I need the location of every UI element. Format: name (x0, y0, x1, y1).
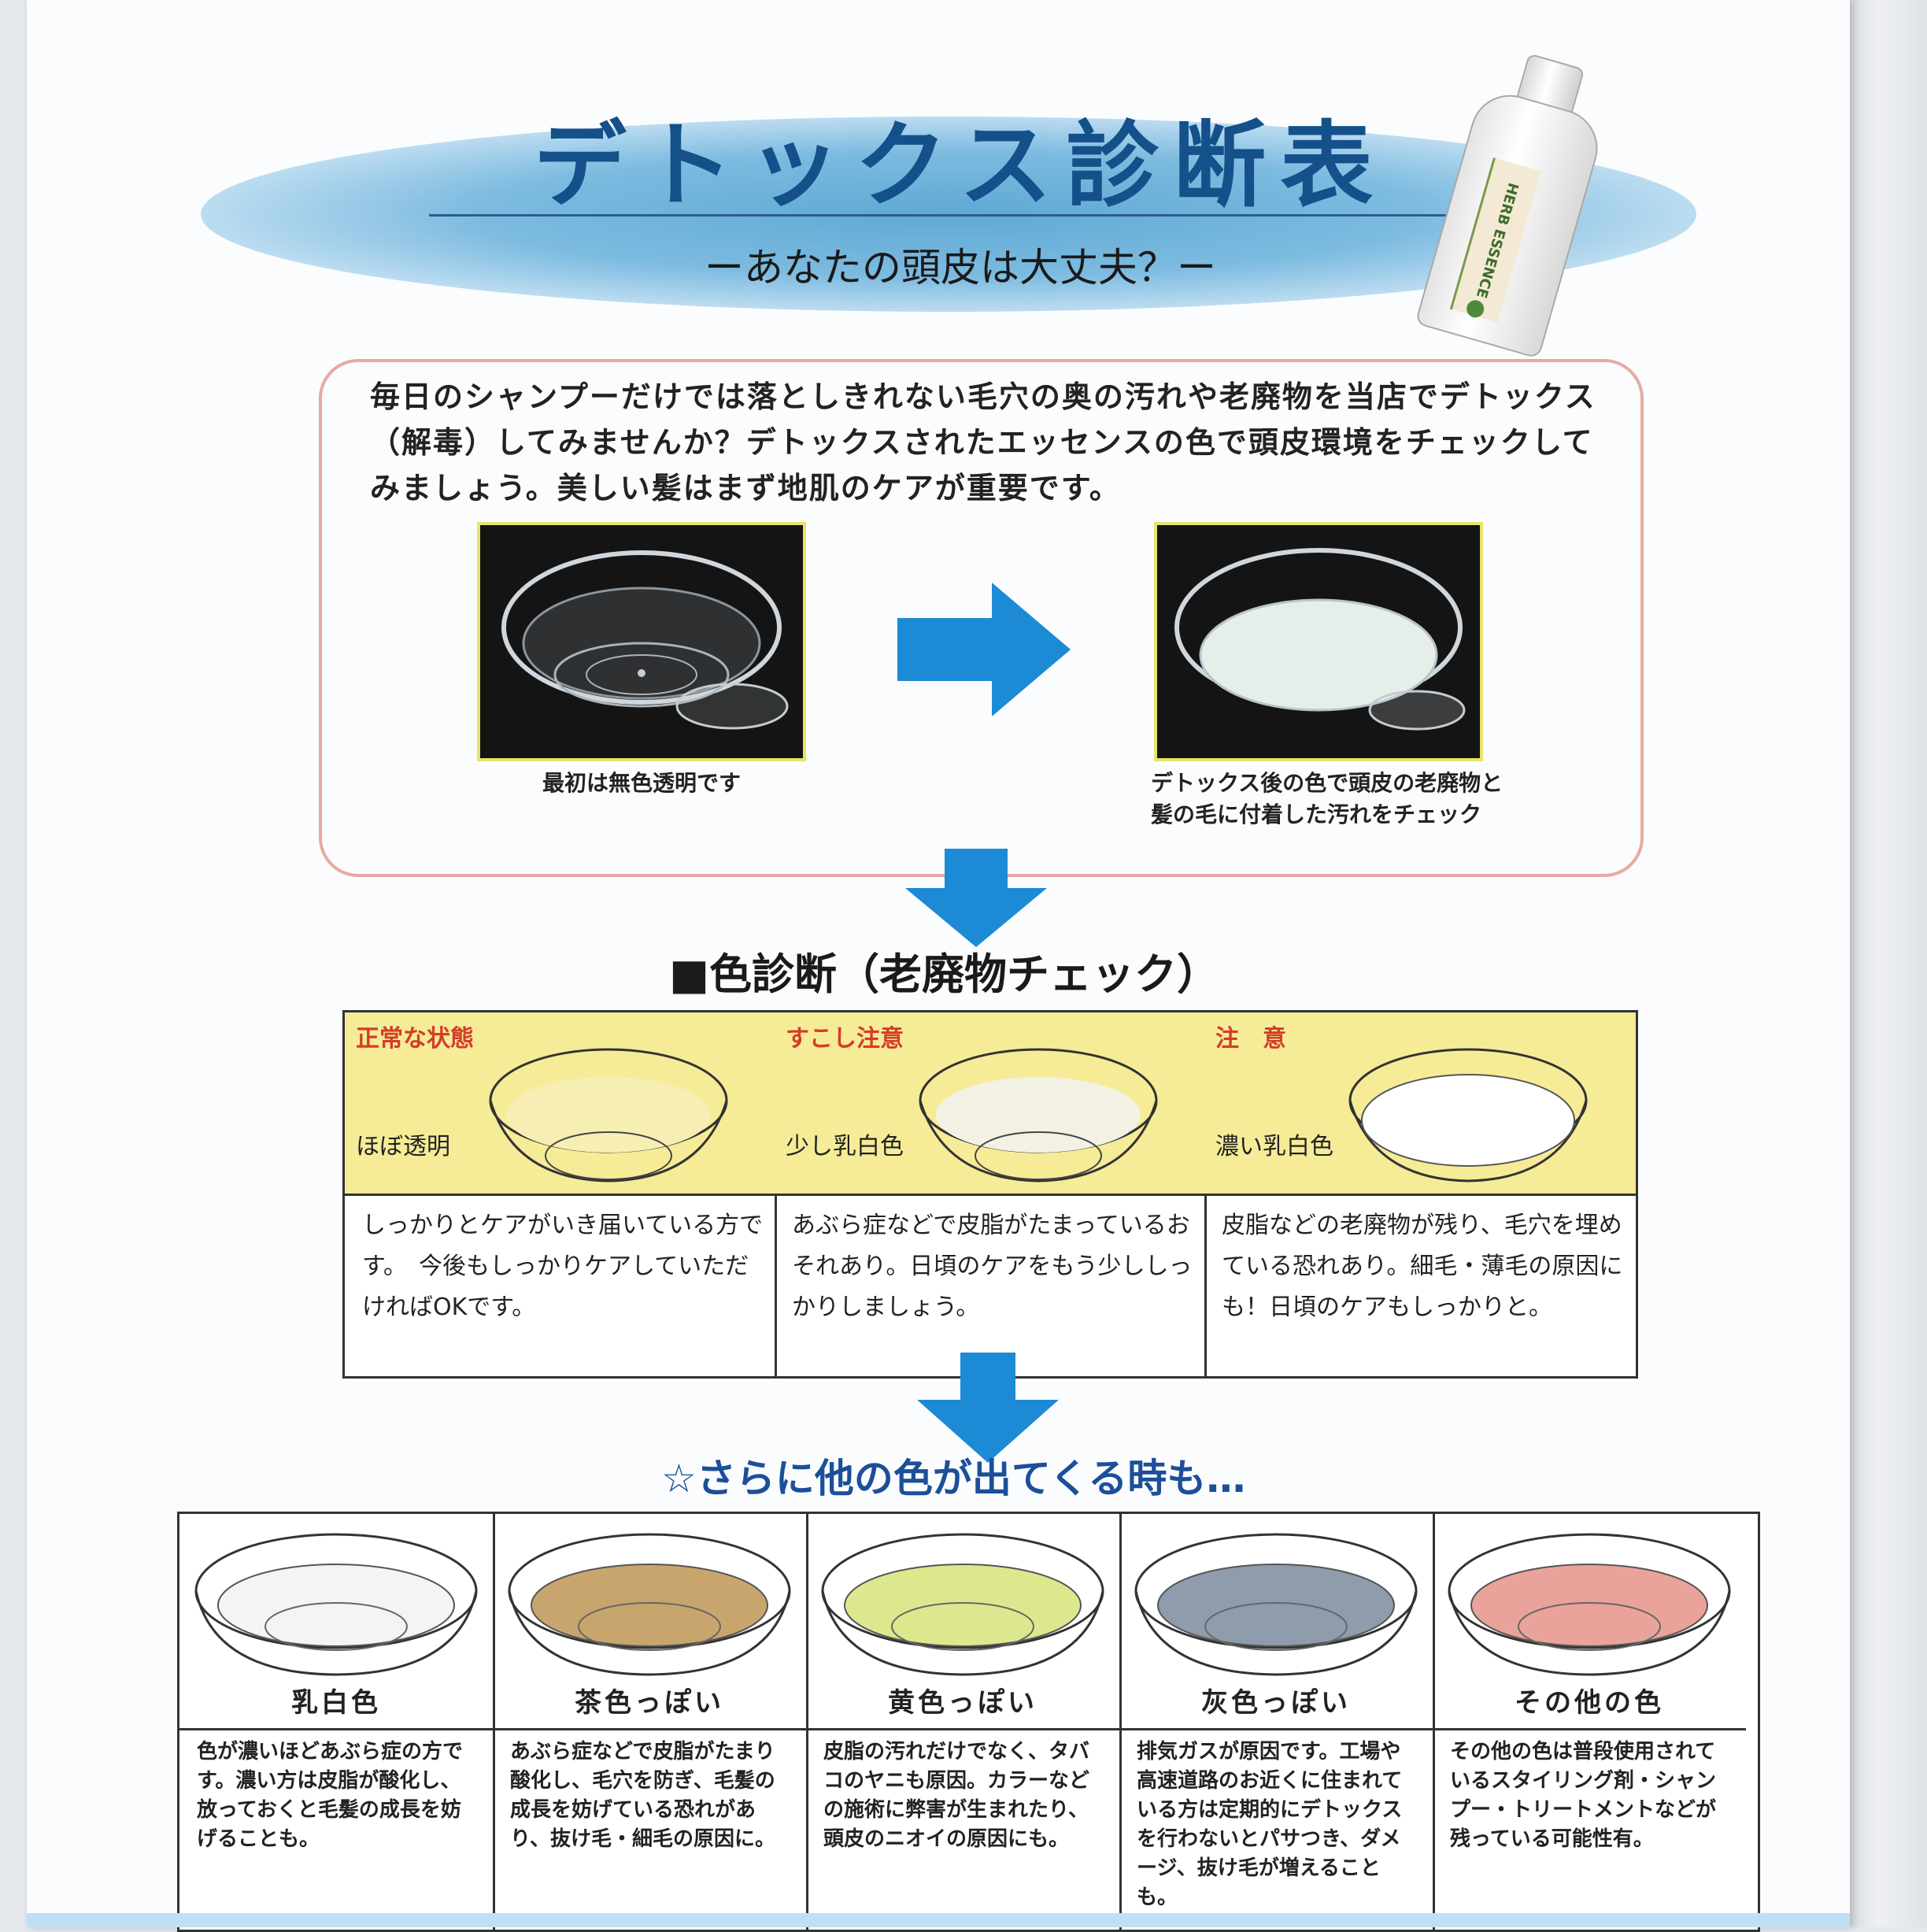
color-name: その他の色 (1515, 1687, 1664, 1719)
diagnosis-description: あぶら症などで皮脂がたまっているおそれあり。日頃のケアをもう少ししっかりしましょ… (792, 1212, 1193, 1321)
color-name: 茶色っぽい (575, 1687, 724, 1719)
color-column-other: その他の色 その他の色は普段使用されているスタイリング剤・シャンプー・トリートメ… (1433, 1514, 1758, 1930)
clipboard-edge (1845, 0, 1927, 1927)
color-name: 黄色っぽい (888, 1687, 1037, 1719)
bottom-strip (27, 1913, 1850, 1927)
color-description: 色が濃いほどあぶら症の方です。濃い方は皮脂が酸化し、放っておくと毛髪の成長を妨げ… (197, 1740, 464, 1851)
arrow-right-icon (897, 583, 1071, 716)
title-underline (429, 214, 1484, 217)
diagnosis-column-normal: 正常な状態 ほぼ透明 しっかりとケアがいき届いている方です。 今後もしっかりケア… (345, 1012, 777, 1376)
divider (1433, 1728, 1746, 1730)
bowl-icon (489, 1048, 728, 1183)
bowl-icon (1134, 1533, 1418, 1676)
bowl-icon (821, 1533, 1104, 1676)
arrow-down-icon (905, 849, 1047, 947)
divider (493, 1728, 806, 1730)
diagnosis-status: すこし注意 (786, 1025, 904, 1053)
diagnosis-table: 正常な状態 ほぼ透明 しっかりとケアがいき届いている方です。 今後もしっかりケア… (342, 1010, 1638, 1379)
diagnosis-color-label: 濃い乳白色 (1215, 1133, 1333, 1160)
diagnosis-color-label: 少し乳白色 (786, 1133, 904, 1160)
bowl-icon (919, 1048, 1158, 1183)
color-column-milky: 乳白色 色が濃いほどあぶら症の方です。濃い方は皮脂が酸化し、放っておくと毛髪の成… (179, 1514, 495, 1930)
color-description: その他の色は普段使用されているスタイリング剤・シャンプー・トリートメントなどが残… (1450, 1740, 1717, 1851)
bowl-icon (1348, 1048, 1588, 1183)
more-colors-heading: ☆さらに他の色が出てくる時も… (661, 1456, 1246, 1501)
color-description: 排気ガスが原因です。工場や高速道路のお近くに住まれている方は定期的にデトックスを… (1137, 1740, 1403, 1909)
after-caption: デトックス後の色で頭皮の老廃物と髪の毛に付着した汚れをチェック (1151, 770, 1504, 827)
diagnosis-description: 皮脂などの老廃物が残り、毛穴を埋めている恐れあり。細毛・薄毛の原因にも！日頃のケ… (1222, 1212, 1623, 1321)
milky-bowl-icon (1174, 548, 1466, 731)
before-caption: 最初は無色透明です (542, 770, 741, 796)
page-title: デトックス診断表 (533, 111, 1388, 220)
diagnosis-status: 注 意 (1215, 1025, 1286, 1053)
bowl-icon (194, 1533, 478, 1676)
bowl-icon (508, 1533, 791, 1676)
photo-after (1154, 522, 1483, 761)
diagnosis-status: 正常な状態 (356, 1025, 474, 1053)
divider (1119, 1728, 1433, 1730)
diagnosis-color-label: ほぼ透明 (356, 1133, 450, 1160)
divider (179, 1728, 493, 1730)
diagnosis-column-caution: 注 意 濃い乳白色 皮脂などの老廃物が残り、毛穴を埋めている恐れあり。細毛・薄毛… (1204, 1012, 1636, 1376)
color-description: 皮脂の汚れだけでなく、タバコのヤニも原因。カラーなどの施術に弊害が生まれたり、頭… (823, 1740, 1090, 1851)
color-name: 乳白色 (291, 1687, 381, 1719)
bowl-icon (1448, 1533, 1731, 1676)
diagnosis-column-slight: すこし注意 少し乳白色 あぶら症などで皮脂がたまっているおそれあり。日頃のケアを… (775, 1012, 1207, 1376)
page-subtitle: ーあなたの頭皮は大丈夫？ー (705, 245, 1216, 291)
color-column-gray: 灰色っぽい 排気ガスが原因です。工場や高速道路のお近くに住まれている方は定期的に… (1119, 1514, 1435, 1930)
color-description: あぶら症などで皮脂がたまり酸化し、毛穴を防ぎ、毛髪の成長を妨げている恐れがあり、… (510, 1740, 775, 1851)
diagnosis-heading: ■色診断（老廃物チェック） (669, 949, 1220, 999)
arrow-down-icon (917, 1353, 1059, 1463)
color-column-yellow: 黄色っぽい 皮脂の汚れだけでなく、タバコのヤニも原因。カラーなどの施術に弊害が生… (806, 1514, 1122, 1930)
clear-bowl-icon (501, 550, 789, 730)
photo-before (477, 522, 806, 761)
diagnosis-description: しっかりとケアがいき届いている方です。 今後もしっかりケアしていただければOKで… (362, 1212, 764, 1321)
intro-text: 毎日のシャンプーだけでは落としきれない毛穴の奥の汚れや老廃物を当店でデトックス（… (370, 379, 1596, 505)
divider (806, 1728, 1119, 1730)
more-colors-table: 乳白色 色が濃いほどあぶら症の方です。濃い方は皮脂が酸化し、放っておくと毛髪の成… (177, 1512, 1760, 1932)
color-column-brown: 茶色っぽい あぶら症などで皮脂がたまり酸化し、毛穴を防ぎ、毛髪の成長を妨げている… (493, 1514, 808, 1930)
color-name: 灰色っぽい (1201, 1687, 1351, 1719)
